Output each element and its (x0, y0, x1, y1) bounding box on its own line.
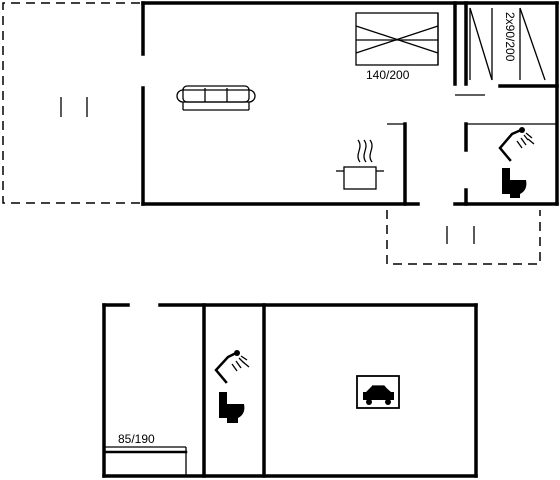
double-bed-label: 140/200 (366, 68, 410, 82)
shower-icon (214, 350, 250, 384)
cooking-pot-icon (336, 139, 384, 190)
left-terrace (2, 2, 140, 204)
twin-beds-label: 2x90/200 (503, 12, 517, 62)
toilet-icon (502, 168, 527, 198)
twin-beds (469, 7, 546, 81)
sofa-icon (176, 85, 256, 111)
single-bed (102, 446, 188, 476)
front-terrace (386, 210, 541, 265)
shower-icon (498, 127, 535, 162)
car-icon (356, 375, 400, 409)
toilet-icon (219, 392, 245, 423)
single-bed-label: 85/190 (118, 432, 155, 446)
lower-building-walls (102, 303, 478, 478)
double-bed (355, 12, 439, 66)
upper-building-walls (141, 1, 559, 206)
